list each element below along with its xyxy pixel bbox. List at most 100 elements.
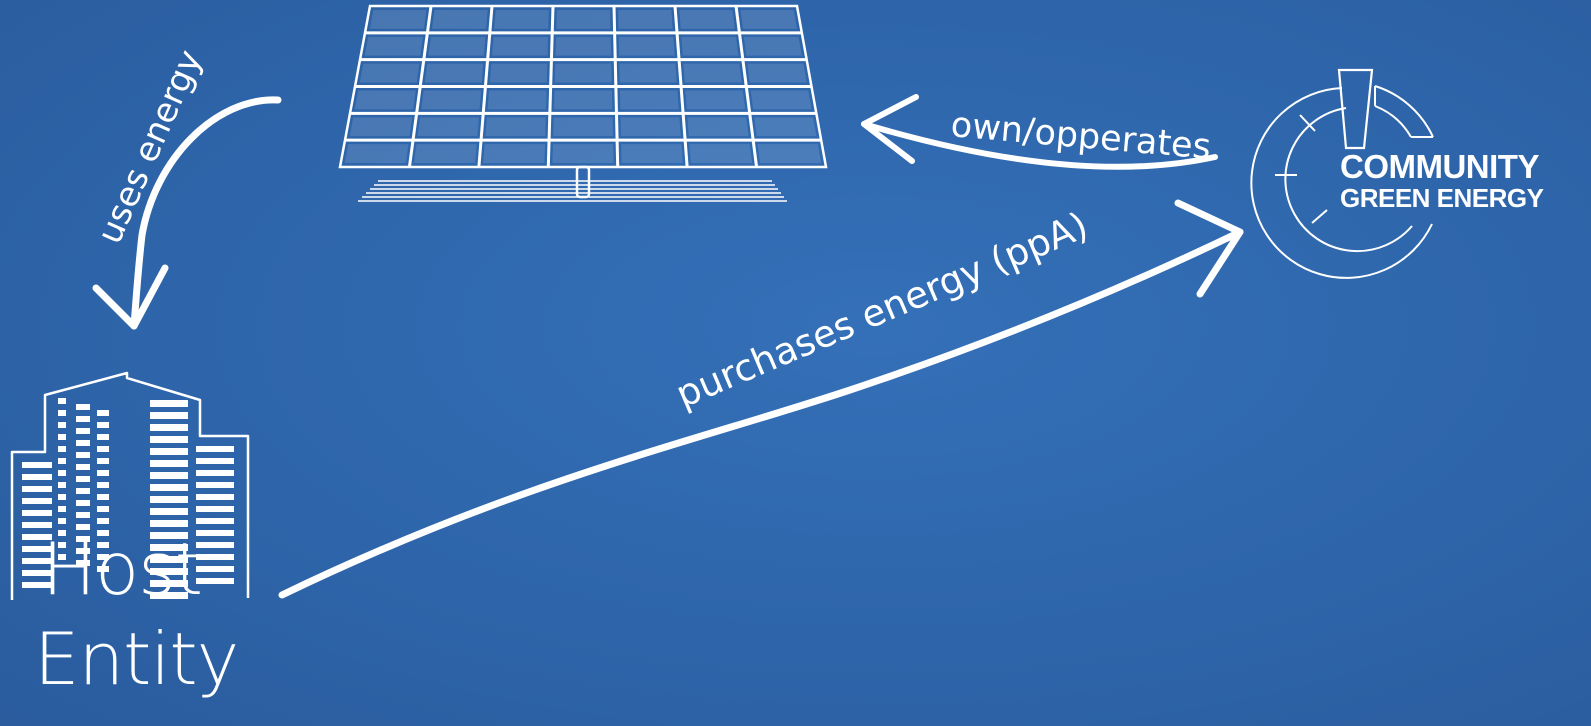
solar-panel-cell — [355, 91, 416, 110]
own-operates-label: own/opperates — [949, 105, 1212, 168]
building-window — [196, 470, 234, 476]
solar-panel-cell — [365, 37, 423, 56]
solar-panel-cell — [747, 64, 806, 83]
building-window — [150, 436, 188, 443]
solar-panel-cell — [744, 37, 802, 56]
building-window — [97, 410, 109, 416]
solar-panel-cell — [488, 91, 547, 110]
building-window — [22, 462, 52, 468]
building-window — [76, 476, 90, 482]
building-window — [58, 422, 66, 428]
solar-panel-cell — [555, 64, 612, 83]
building-window — [150, 472, 188, 479]
brand-name-line1: COMMUNITY — [1340, 148, 1539, 185]
building-window — [150, 520, 188, 527]
building-window — [76, 452, 90, 458]
building-window — [76, 440, 90, 446]
solar-panel-cell — [754, 117, 816, 136]
building-window — [97, 470, 109, 476]
building-window — [150, 508, 188, 515]
solar-panel-cell — [425, 64, 484, 83]
solar-panel-cell — [556, 37, 612, 56]
building-window — [196, 458, 234, 464]
building-window — [76, 500, 90, 506]
building-window — [196, 482, 234, 488]
building-window — [22, 486, 52, 492]
building-window — [196, 446, 234, 452]
building-window — [58, 518, 66, 524]
building-window — [97, 446, 109, 452]
purchases-energy-arrow — [282, 203, 1240, 595]
building-window — [58, 410, 66, 416]
building-window — [58, 434, 66, 440]
solar-panel-cell — [681, 37, 738, 56]
building-window — [97, 518, 109, 524]
solar-panel-cell — [432, 10, 488, 29]
solar-panel-cell — [556, 10, 610, 29]
solar-panel-grid — [345, 6, 821, 167]
building-window — [97, 506, 109, 512]
building-window — [58, 458, 66, 464]
building-window — [58, 506, 66, 512]
building-window — [97, 482, 109, 488]
solar-panel-cell — [485, 117, 545, 136]
building-window — [150, 400, 188, 407]
solar-panel-icon — [340, 6, 826, 201]
purchases-energy-label: purchases energy (ppA) — [670, 204, 1094, 417]
building-window — [76, 488, 90, 494]
solar-panel-cell — [619, 64, 676, 83]
solar-panel-cell — [428, 37, 485, 56]
logo-ring-right-inner — [1375, 106, 1411, 137]
solar-panel-cell — [552, 144, 613, 163]
building-window — [22, 474, 52, 480]
building-window — [196, 518, 234, 524]
building-window — [76, 416, 90, 422]
solar-panel-cell — [618, 10, 673, 29]
building-window — [196, 494, 234, 500]
solar-panel-cell — [490, 64, 548, 83]
solar-panel-cell — [360, 64, 420, 83]
solar-panel-cell — [687, 117, 748, 136]
solar-panel-cell — [554, 91, 612, 110]
solar-panel-cell — [685, 91, 745, 110]
solar-panel-cell — [679, 10, 735, 29]
building-window — [97, 434, 109, 440]
building-window — [22, 510, 52, 516]
logo-segment-divider — [1312, 210, 1327, 223]
building-window — [150, 412, 188, 419]
building-window — [58, 482, 66, 488]
building-window — [76, 512, 90, 518]
building-window — [150, 424, 188, 431]
building-window — [58, 494, 66, 500]
solar-panel-cell — [620, 91, 679, 110]
building-window — [150, 496, 188, 503]
solar-panel-cell — [683, 64, 741, 83]
uses-energy-arrowhead — [96, 268, 165, 326]
solar-panel-cell — [414, 144, 477, 163]
building-window — [76, 464, 90, 470]
solar-panel-cell — [483, 144, 545, 163]
building-window — [150, 460, 188, 467]
building-window — [22, 498, 52, 504]
building-window — [97, 422, 109, 428]
uses-energy-label: uses energy — [90, 44, 211, 250]
building-window — [150, 448, 188, 455]
solar-panel-cell — [621, 117, 681, 136]
solar-panel-base — [358, 181, 787, 201]
solar-panel-cell — [492, 37, 548, 56]
solar-panel-cell — [553, 117, 613, 136]
solar-panel-cell — [370, 10, 427, 29]
logo-ring-right-outer — [1375, 86, 1433, 137]
building-window — [150, 484, 188, 491]
solar-panel-cell — [494, 10, 549, 29]
building-window — [76, 428, 90, 434]
host-entity-label-line1: Host — [42, 527, 202, 611]
solar-panel-cell — [421, 91, 481, 110]
solar-panel-cell — [619, 37, 675, 56]
host-entity-label-line2: Entity — [34, 617, 238, 701]
building-window — [58, 446, 66, 452]
solar-panel-cell — [741, 10, 798, 29]
solar-panel-cell — [758, 144, 822, 163]
